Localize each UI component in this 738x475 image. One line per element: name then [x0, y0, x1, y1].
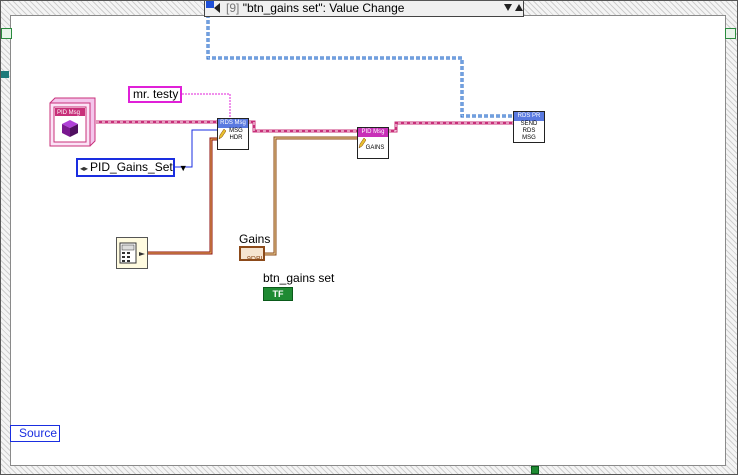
btn-gains-set-label: btn_gains set [263, 271, 335, 285]
event-data-source[interactable]: Source [10, 425, 60, 442]
string-wire [182, 93, 231, 120]
gains-terminal[interactable]: 9DBL [239, 246, 265, 263]
selector-terminal [206, 0, 214, 8]
enum-value: PID_Gains_Set [90, 160, 173, 174]
case-event-name: "btn_gains set": Value Change [242, 1, 405, 15]
case-dropdown-icon[interactable] [502, 1, 524, 15]
calculator-icon [119, 242, 145, 264]
left-tunnel-icon [1, 71, 9, 78]
gains-label: Gains [239, 232, 271, 246]
gains-node-title: PID Msg [358, 128, 388, 137]
gains-node[interactable]: PID Msg GAINS [357, 127, 389, 159]
msg-hdr-node-body: MSG HDR [229, 128, 243, 141]
enum-constant[interactable]: ◂▸PID_Gains_Set ▼ [76, 158, 188, 177]
case-index: [9] [226, 1, 240, 15]
class-constant[interactable]: PID Msg [49, 97, 96, 147]
right-shift-register-icon [725, 28, 736, 39]
msg-hdr-node[interactable]: RDS Msg MSG HDR [217, 118, 249, 150]
btn-gains-set-terminal[interactable]: TF [263, 287, 293, 301]
enum-wire [175, 129, 218, 168]
send-node-title: RDS PR [514, 112, 544, 121]
bool-terminal-glyph: TF [272, 289, 284, 299]
enum-increment-icon[interactable]: ◂▸ [80, 164, 89, 173]
gains-terminal-glyph: 9DBL [247, 256, 265, 263]
pencil-icon [358, 137, 366, 149]
class-cube-icon: PID Msg [49, 97, 96, 147]
chevron-down-icon[interactable]: ▼ [178, 163, 188, 173]
decrement-arrow-icon[interactable] [212, 2, 226, 16]
cluster-wire [265, 136, 357, 256]
error-cluster-constant[interactable] [116, 237, 148, 269]
pencil-icon [218, 128, 226, 140]
event-data-source-label: Source [19, 426, 58, 440]
bottom-tunnel-icon [531, 466, 539, 474]
class-constant-title: PID Msg [57, 110, 80, 116]
msg-hdr-node-title: RDS Msg [218, 119, 248, 128]
left-shift-register-icon [1, 28, 12, 39]
error-wire [148, 137, 219, 255]
case-selector-label: [9] "btn_gains set": Value Change [226, 1, 404, 15]
send-node-body: SEND RDS MSG [520, 121, 538, 141]
string-constant[interactable]: mr. testy [128, 86, 182, 103]
gains-node-body: GAINS [365, 145, 385, 151]
send-rds-msg-node[interactable]: RDS PR SEND RDS MSG [513, 111, 545, 143]
